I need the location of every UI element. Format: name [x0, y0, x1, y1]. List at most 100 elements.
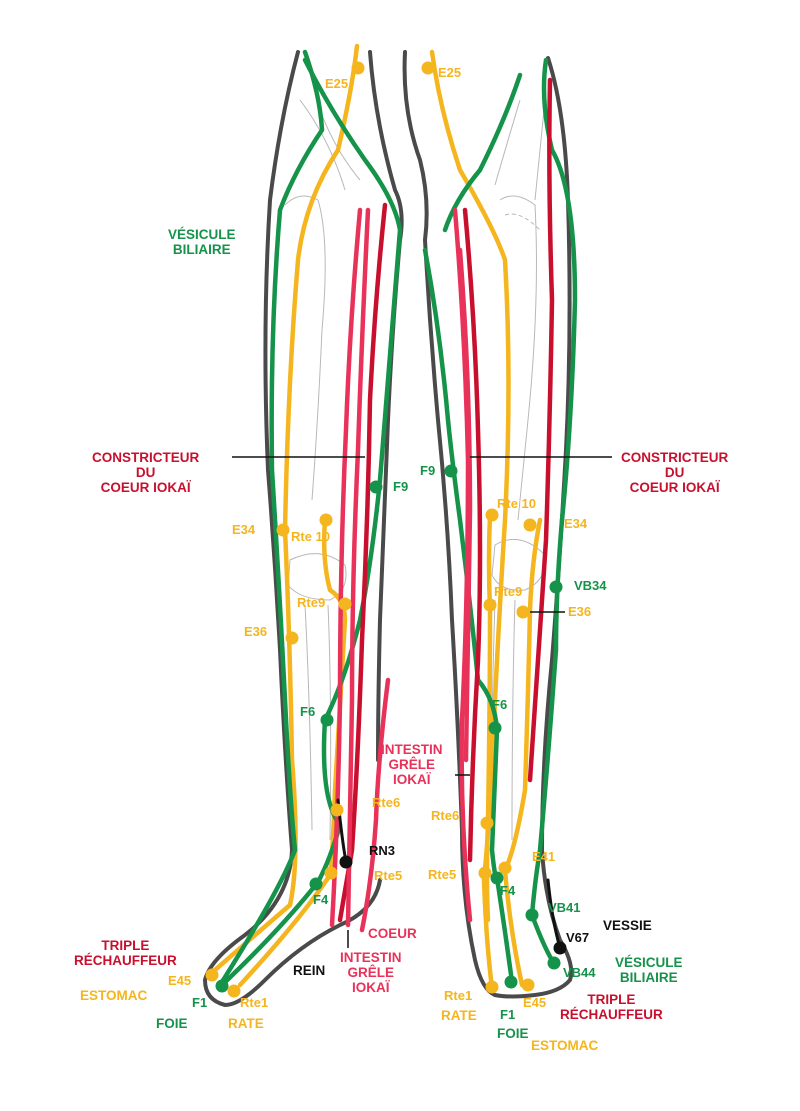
label-f1-right: F1 [500, 1007, 516, 1022]
point-rn3 [339, 855, 353, 869]
right-femur-sketch [499, 195, 537, 521]
label-constricteur-left: CONSTRICTEUR DU COEUR IOKAÏ [92, 450, 199, 495]
point-f6-left [320, 713, 334, 727]
constricteur-right-line-3: COEUR IOKAÏ [629, 480, 720, 495]
label-vesicule-biliaire: VÉSICULE BILIAIRE [168, 227, 236, 257]
label-rte9-left: Rte9 [297, 595, 326, 610]
label-foie-right: FOIE [497, 1026, 529, 1041]
left-femur-sketch [284, 195, 326, 501]
point-vb34 [549, 580, 563, 594]
label-vessie: VESSIE [603, 918, 652, 933]
left-intestine-branch [359, 677, 391, 933]
label-vb34: VB34 [574, 578, 607, 593]
point-rte9-right [483, 598, 497, 612]
label-e36-left: E36 [244, 624, 268, 639]
intestin-mid-line-1: INTESTIN [381, 742, 443, 757]
right-heart-constrictor-lateral [527, 77, 555, 783]
label-coeur: COEUR [368, 926, 417, 941]
point-vb44 [547, 956, 561, 970]
acupuncture-points [205, 61, 567, 998]
point-e45-left [205, 968, 219, 982]
left-heart-constrictor-meridian [337, 202, 388, 923]
point-f4-left [309, 877, 323, 891]
right-gallbladder-meridian [529, 57, 578, 968]
label-f4-left: F4 [313, 892, 329, 907]
label-rn3: RN3 [369, 843, 396, 858]
point-e25-right [421, 61, 435, 75]
right-leg-inner-outline [402, 50, 497, 997]
label-f1-left: F1 [192, 995, 208, 1010]
right-spleen-meridian [484, 512, 493, 923]
label-e25-right: E25 [438, 65, 462, 80]
label-rate-left: RATE [228, 1016, 264, 1031]
triple-right-line-2: RÉCHAUFFEUR [560, 1007, 663, 1022]
point-f6-right [488, 721, 502, 735]
left-small-intestine-meridian-2 [345, 207, 371, 928]
point-e34-right [523, 518, 537, 532]
point-rte1-left [227, 984, 241, 998]
constricteur-left-line-1: CONSTRICTEUR [92, 450, 200, 465]
label-estomac-left: ESTOMAC [80, 988, 148, 1003]
left-leg-outer-outline [203, 50, 382, 1007]
point-v67 [553, 941, 567, 955]
intestin-mid-line-3: IOKAÏ [393, 772, 431, 787]
label-f6-left: F6 [300, 704, 316, 719]
right-hip-sketch [494, 99, 546, 201]
label-estomac-right: ESTOMAC [531, 1038, 599, 1053]
label-rte1-left: Rte1 [240, 995, 269, 1010]
point-e41 [498, 861, 512, 875]
left-knee-sketch [287, 553, 347, 601]
label-foie-left: FOIE [156, 1016, 188, 1031]
constricteur-left-line-3: COEUR IOKAÏ [100, 480, 191, 495]
point-rte10-right [485, 508, 499, 522]
label-e41: E41 [532, 849, 556, 864]
label-rte5-left: Rte5 [374, 868, 403, 883]
label-triple-right: TRIPLE RÉCHAUFFEUR [560, 992, 663, 1022]
label-vb41: VB41 [548, 900, 581, 915]
point-vb41 [525, 908, 539, 922]
label-e36-right: E36 [568, 604, 592, 619]
label-intestin-mid: INTESTIN GRÊLE IOKAÏ [381, 742, 443, 787]
point-rte5-right [478, 866, 492, 880]
label-rate-right: RATE [441, 1008, 477, 1023]
intestin-bottom-line-3: IOKAÏ [352, 980, 390, 995]
label-vesicule-right: VÉSICULE BILIAIRE [615, 955, 683, 985]
point-f9-right [444, 464, 458, 478]
constricteur-right-line-1: CONSTRICTEUR [621, 450, 729, 465]
vesicule-right-line-1: VÉSICULE [615, 955, 683, 970]
label-e45-left: E45 [168, 973, 192, 988]
callout-leaders [232, 456, 612, 948]
point-e45-right [521, 978, 535, 992]
triple-left-line-2: RÉCHAUFFEUR [74, 953, 177, 968]
point-rte6-left [330, 803, 344, 817]
point-e36-right [516, 605, 530, 619]
point-rte9-left [338, 597, 352, 611]
label-f9-right: F9 [420, 463, 436, 478]
intestin-bottom-line-2: GRÊLE [347, 965, 395, 980]
right-small-intestine-meridian-2 [457, 247, 473, 763]
right-thigh-dash [504, 213, 541, 231]
label-e34-right: E34 [564, 516, 588, 531]
point-e25-left [351, 61, 365, 75]
point-rte1-right [485, 980, 499, 994]
left-hip-sketch [299, 99, 361, 191]
label-intestin-bottom: INTESTIN GRÊLE IOKAÏ [340, 950, 402, 995]
label-e34-left: E34 [232, 522, 256, 537]
label-v67: V67 [566, 930, 590, 945]
label-vb44: VB44 [563, 965, 596, 980]
label-rte5-right: Rte5 [428, 867, 457, 882]
label-rte1-right: Rte1 [444, 988, 473, 1003]
intestin-mid-line-2: GRÊLE [388, 757, 436, 772]
point-rte5-left [324, 866, 338, 880]
point-f1-right [504, 975, 518, 989]
label-rte10-left: Rte 10 [291, 529, 331, 544]
label-rte10-right: Rte 10 [497, 496, 537, 511]
label-e45-right: E45 [523, 995, 547, 1010]
label-f6-right: F6 [492, 697, 508, 712]
label-e25-left: E25 [325, 76, 349, 91]
right-leg-outer-outline [493, 56, 574, 999]
vesicule-line-1: VÉSICULE [168, 227, 236, 242]
point-e34-left [276, 523, 290, 537]
point-f1-left [215, 979, 229, 993]
